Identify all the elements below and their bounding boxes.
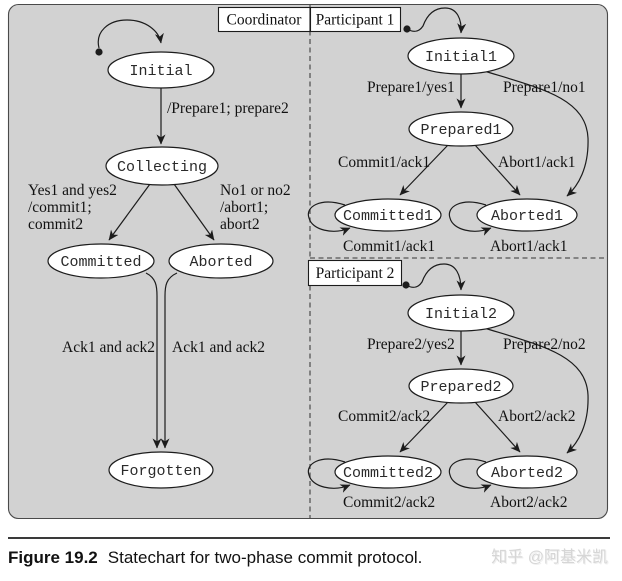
coordinator-label-box [217,6,311,33]
state-name-label: Committed1 [343,208,433,225]
state-name-label: Committed2 [343,465,433,482]
state-initial: Initial [107,51,215,89]
state-ellipse [334,198,442,232]
edge-prepared1-to-committed1 [399,144,449,196]
state-ellipse [476,455,578,489]
state-name-label: Initial2 [425,306,497,323]
label-abort1-ack1: Abort1/ack1 [498,154,575,171]
figure-caption-text: Statechart for two-phase commit protocol… [107,548,423,567]
state-name-label: Prepared2 [420,379,501,396]
edge-prepared1-to-aborted1 [474,144,521,196]
label-yes-line3: commit2 [28,216,83,233]
state-ellipse [476,198,578,232]
label-abort1-ack1-selfloop: Abort1/ack1 [490,238,567,255]
label-no-line3: abort2 [220,216,260,233]
entry-arrow-coordinator [97,19,164,49]
state-name-label: Collecting [117,159,207,176]
state-ellipse [47,243,155,279]
state-prepared2: Prepared2 [408,368,514,404]
state-aborted2: Aborted2 [476,455,578,489]
state-ellipse [334,455,442,489]
participant1-panel: Participant 1 Initial1 Prepared1 Committ… [307,6,589,255]
label-no-line1: No1 or no2 [220,182,291,199]
state-committed1: Committed1 [334,198,442,232]
state-initial1: Initial1 [407,37,515,75]
state-name-label: Initial [129,63,192,80]
state-prepared1: Prepared1 [408,111,514,147]
state-ellipse [407,294,515,332]
label-prepare1-yes1: Prepare1/yes1 [367,79,455,96]
state-aborted: Aborted [168,243,274,279]
label-prepare2-yes2: Prepare2/yes2 [367,336,455,353]
participant2-label-box [307,259,403,287]
selfloop-committed2 [307,458,351,493]
state-name-label: Aborted1 [491,208,563,225]
edge-prepared2-to-committed2 [399,401,449,453]
edge-aborted-to-forgotten [160,272,178,449]
coordinator-label: Coordinator [227,12,303,29]
figure-caption: Figure 19.2 Statechart for two-phase comm… [8,548,610,568]
label-commit1-ack1-selfloop: Commit1/ack1 [343,238,435,255]
state-name-label: Committed [60,254,141,271]
participant2-panel: Participant 2 Initial2 Prepared2 Committ… [307,259,589,511]
selfloop-aborted2 [448,458,492,493]
selfloop-committed1 [307,201,351,236]
state-name-label: Forgotten [120,463,201,480]
state-name-label: Prepared1 [420,122,501,139]
initial-pseudostate-dot-coordinator [95,48,103,56]
state-initial2: Initial2 [407,294,515,332]
label-yes-line2: /commit1; [28,199,92,216]
label-abort2-ack2: Abort2/ack2 [498,408,575,425]
state-committed2: Committed2 [334,455,442,489]
state-ellipse [105,146,219,186]
edge-collecting-to-aborted [173,183,215,241]
participant1-label: Participant 1 [316,12,395,29]
coordinator-panel: Coordinator Initial Collecting Committed [28,6,311,489]
selfloop-aborted1 [448,201,492,236]
state-committed: Committed [47,243,155,279]
watermark: 知乎 @阿基米凯 [491,549,608,566]
state-name-label: Aborted2 [491,465,563,482]
edge-prepared2-to-aborted2 [474,401,521,453]
label-no-line2: /abort1; [220,199,268,216]
state-collecting: Collecting [105,146,219,186]
participant1-label-box [309,6,402,33]
label-ack-right: Ack1 and ack2 [172,339,265,356]
label-commit2-ack2-selfloop: Commit2/ack2 [343,494,435,511]
label-prepare2-no2: Prepare2/no2 [503,336,586,353]
entry-arrow-participant1 [406,7,467,34]
state-forgotten: Forgotten [108,451,214,489]
edge-initial1-to-aborted1 [483,70,589,197]
state-aborted1: Aborted1 [476,198,578,232]
label-commit2-ack2: Commit2/ack2 [338,408,430,425]
state-name-label: Aborted [189,254,252,271]
label-abort2-ack2-selfloop: Abort2/ack2 [490,494,567,511]
edge-collecting-to-committed [108,183,151,241]
label-prepare1-no1: Prepare1/no1 [503,79,586,96]
state-ellipse [168,243,274,279]
state-ellipse [407,37,515,75]
state-ellipse [107,51,215,89]
edge-initial2-to-aborted2 [483,327,589,454]
state-ellipse [108,451,214,489]
label-ack-left: Ack1 and ack2 [62,339,155,356]
label-yes-line1: Yes1 and yes2 [28,182,117,199]
state-name-label: Initial1 [425,49,497,66]
label-prepare-transition: /Prepare1; prepare2 [167,100,289,117]
edge-committed-to-forgotten [145,272,162,449]
state-ellipse [408,368,514,404]
caption-bar: Figure 19.2 Statechart for two-phase comm… [8,537,610,568]
entry-arrow-participant2 [405,263,466,291]
statechart-diagram: Coordinator Initial Collecting Committed [7,3,609,520]
label-commit1-ack1: Commit1/ack1 [338,154,430,171]
participant2-label: Participant 2 [316,265,395,282]
state-ellipse [408,111,514,147]
figure-number: Figure 19.2 [8,548,98,567]
